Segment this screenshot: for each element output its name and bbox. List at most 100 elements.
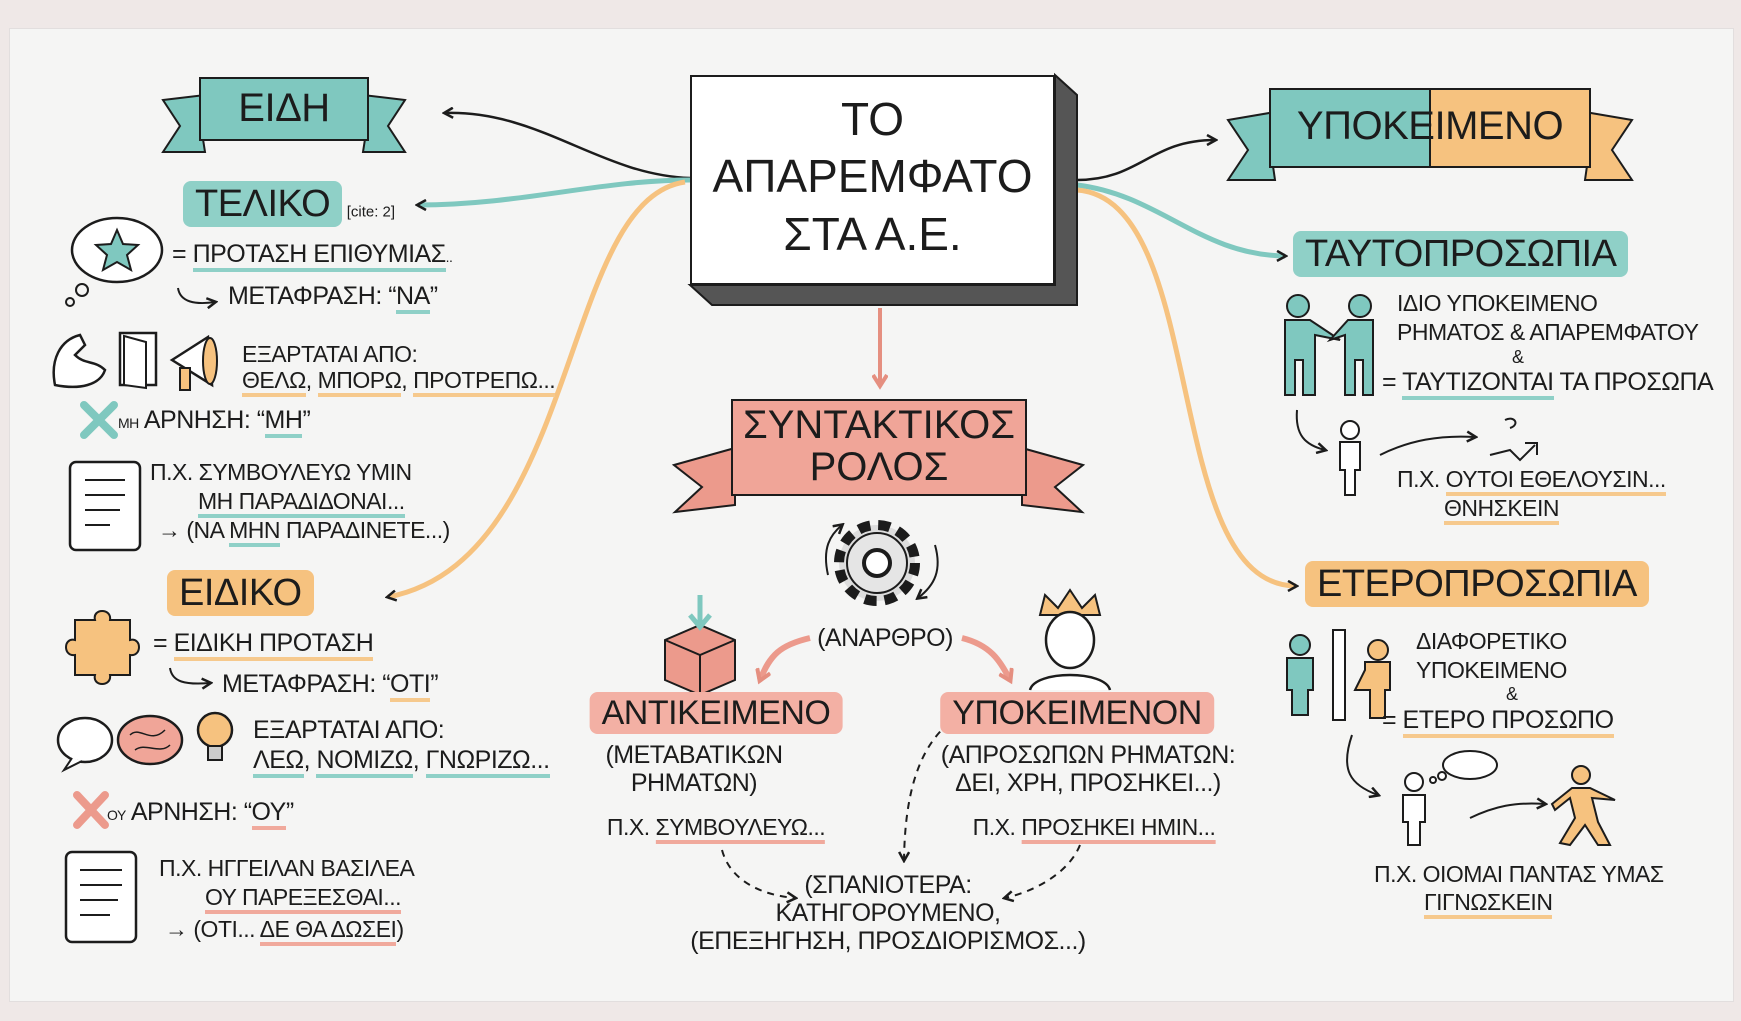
subject-title-text: ΥΠΟΚΕΙΜΕΝΟΝ	[940, 692, 1214, 734]
eteroprosopia-title: ΕΤΕΡΟΠΡΟΣΩΠΙΑ	[1305, 561, 1649, 607]
translation-label: ΜΕΤΑΦΡΑΣΗ: “	[222, 670, 391, 698]
connector-to-eidiko	[388, 179, 686, 597]
equals-sign: =	[1382, 368, 1403, 396]
example-text: ΠΡΟΣΗΚΕΙ ΗΜΙΝ...	[1021, 814, 1216, 844]
negation-label: ΑΡΝΗΣΗ: “	[143, 406, 265, 434]
object-title: ΑΝΤΙΚΕΙΜΕΝΟ	[589, 692, 843, 734]
syntaktikos-banner-label: ΣΥΝΤΑΚΤΙΚΟΣ ΡΟΛΟΣ	[743, 404, 1015, 488]
subject-desc: (ΑΠΡΟΣΩΠΩΝ ΡΗΜΑΤΩΝ:ΔΕΙ, ΧΡΗ, ΠΡΟΣΗΚΕΙ...…	[940, 741, 1236, 797]
example-text: ΓΙΓΝΩΣΚΕΙΝ	[1424, 889, 1553, 919]
x-mark-teal-icon	[80, 401, 118, 439]
puzzle-piece-icon	[65, 610, 140, 685]
central-topic-box: ΤΟ ΑΠΑΡΕΜΦΑΤΟ ΣΤΑ Α.Ε.	[690, 75, 1055, 285]
eidi-banner-label: ΕΙΔΗ	[238, 86, 330, 130]
translation-label: ΜΕΤΑΦΡΑΣΗ: “	[228, 282, 397, 310]
ypokeimeno-banner-ribbon	[1226, 88, 1634, 181]
eidiko-negation: ΟΥ ΑΡΝΗΣΗ: “ΟΥ”	[107, 798, 294, 830]
example-text: ΟΥΤΟΙ ΕΘΕΛΟΥΣΙΝ...	[1445, 466, 1666, 496]
eidiko-example-line2: ΟΥ ΠΑΡΕΞΕΣΘΑΙ...	[205, 884, 401, 914]
connector-to-teliko	[418, 177, 691, 205]
teliko-negation: ΜΗ ΑΡΝΗΣΗ: “ΜΗ”	[118, 406, 311, 438]
teliko-example-line2: ΜΗ ΠΑΡΑΔΙΔΟΝΑΙ...	[198, 488, 405, 518]
equals-sign: =	[1382, 706, 1403, 734]
taftoprosopia-example-line2: ΘΝΗΣΚΕΙΝ	[1444, 495, 1560, 525]
connector-to-eidi	[445, 113, 691, 180]
connector-to-ypokeimeno	[1076, 140, 1215, 182]
quote-close: ”	[285, 798, 294, 826]
central-title-line3: ΣΤΑ Α.Ε.	[783, 208, 962, 260]
negation-label: ΑΡΝΗΣΗ: “	[130, 798, 252, 826]
arrow-icon	[1379, 437, 1475, 456]
crowned-head-icon	[1028, 588, 1112, 691]
rare-roles: (ΣΠΑΝΙΟΤΕΡΑ:ΚΑΤΗΓΟΡΟΥΜΕΝΟ,(ΕΠΕΞΗΓΗΣΗ, ΠΡ…	[690, 871, 1086, 955]
taftoprosopia-title: ΤΑΥΤΟΠΡΟΣΩΠΙΑ	[1293, 231, 1629, 277]
lightbulb-icon	[196, 711, 234, 761]
quote-close: ”	[430, 670, 439, 698]
example-highlight: ΜΗΝ	[229, 517, 281, 547]
teliko-depends-label: ΕΞΑΡΤΑΤΑΙ ΑΠΟ:	[242, 341, 418, 367]
example-text: → (ΝΑ	[158, 517, 230, 543]
eteroprosopia-example-line2: ΓΙΓΝΩΣΚΕΙΝ	[1424, 889, 1553, 919]
equals-sign: =	[172, 240, 187, 268]
translation-value: ΟΤΙ	[390, 670, 431, 702]
example-text: ΣΥΜΒΟΥΛΕΥΩ...	[655, 814, 826, 844]
verb-item: ΛΕΩ	[253, 746, 304, 778]
eteroprosopia-heading: ΕΤΕΡΟΠΡΟΣΩΠΙΑ	[1305, 561, 1649, 607]
anarthro-label: (ΑΝΑΡΘΡΟ)	[817, 624, 953, 652]
taftoprosopia-line1: ΙΔΙΟ ΥΠΟΚΕΙΜΕΝΟ	[1397, 290, 1598, 316]
example-text: ΟΥ ΠΑΡΕΞΕΣΘΑΙ...	[205, 884, 401, 914]
teliko-definition: = ΠΡΟΤΑΣΗ ΕΠΙΘΥΜΙΑΣ..	[172, 240, 453, 272]
curved-arrow-icon	[177, 287, 215, 303]
eidiko-translation: ΜΕΤΑΦΡΑΣΗ: “ΟΤΙ”	[222, 670, 439, 702]
example-prefix: Π.Χ.	[972, 814, 1022, 840]
curved-arrow-icon	[1346, 734, 1378, 795]
central-title-line2: ΑΠΑΡΕΜΦΑΤΟ	[712, 150, 1033, 202]
cycle-arrow-icon	[918, 544, 939, 598]
teliko-cite: [cite: 2]	[346, 203, 396, 221]
cycle-arrow-icon	[824, 525, 842, 576]
equals-sign: =	[153, 629, 168, 657]
example-prefix: Π.Χ.	[606, 814, 656, 840]
x-mark-salmon-icon	[73, 791, 109, 829]
highlight-text: ΕΤΕΡΟ ΠΡΟΣΩΠΟ	[1402, 706, 1614, 738]
eidiko-title: ΕΙΔΙΚΟ	[167, 570, 314, 616]
gear-icon	[834, 520, 920, 606]
desc-line: ΡΗΜΑΤΩΝ)	[630, 769, 758, 797]
eteroprosopia-line1: ΔΙΑΦΟΡΕΤΙΚΟ	[1416, 628, 1567, 654]
eidiko-example-line3: → (ΟΤΙ... ΔΕ ΘΑ ΔΩΣΕΙ)	[165, 916, 404, 946]
rare-line: (ΕΠΕΞΗΓΗΣΗ, ΠΡΟΣΔΙΟΡΙΣΜΟΣ...)	[690, 927, 1086, 955]
desc-line: (ΜΕΤΑΒΑΤΙΚΩΝ	[605, 741, 783, 769]
megaphone-icon	[169, 334, 218, 391]
handshake-people-icon	[1284, 294, 1374, 396]
subject-title: ΥΠΟΚΕΙΜΕΝΟΝ	[940, 692, 1214, 734]
thought-star-icon	[65, 216, 164, 307]
teliko-depends-list: ΘΕΛΩ, ΜΠΟΡΩ, ΠΡΟΤΡΕΠΩ...	[242, 367, 556, 397]
verb-item: ΠΡΟΤΡΕΠΩ...	[413, 367, 556, 397]
central-title-line1: ΤΟ	[840, 93, 905, 145]
desc-line: (ΑΠΡΟΣΩΠΩΝ ΡΗΜΑΤΩΝ:	[940, 741, 1236, 769]
object-title-text: ΑΝΤΙΚΕΙΜΕΝΟ	[589, 692, 843, 734]
verb-item: ΘΕΛΩ	[242, 367, 306, 397]
verb-item: ΜΠΟΡΩ	[317, 367, 402, 397]
teliko-example-line1: Π.Χ. ΣΥΜΒΟΥΛΕΥΩ ΥΜΙΝ	[150, 459, 412, 485]
example-text: )	[396, 916, 404, 942]
eidiko-definition: = ΕΙΔΙΚΗ ΠΡΟΤΑΣΗ	[153, 629, 374, 661]
example-text: ΜΗ ΠΑΡΑΔΙΔΟΝΑΙ...	[198, 488, 405, 518]
eteroprosopia-line2: ΥΠΟΚΕΙΜΕΝΟ	[1416, 657, 1567, 683]
door-icon	[118, 331, 158, 390]
separated-people-icon	[1286, 629, 1391, 721]
eteroprosopia-example: Π.Χ. ΟΙΟΜΑΙ ΠΑΝΤΑΣ ΥΜΑΣ	[1374, 861, 1664, 887]
eidiko-def-text: ΕΙΔΙΚΗ ΠΡΟΤΑΣΗ	[173, 629, 374, 661]
rare-line: (ΣΠΑΝΙΟΤΕΡΑ:	[804, 871, 972, 899]
translation-value: ΝΑ	[396, 282, 430, 314]
taftoprosopia-example: Π.Χ. ΟΥΤΟΙ ΕΘΕΛΟΥΣΙΝ...	[1397, 466, 1666, 496]
arrow-icon	[1469, 804, 1545, 819]
scroll-icon	[68, 460, 142, 552]
quote-close: ”	[302, 406, 311, 434]
teliko-def-text: ΠΡΟΤΑΣΗ ΕΠΙΘΥΜΙΑΣ	[192, 240, 446, 272]
connector-to-eteroprosopia	[1076, 187, 1296, 586]
verb-item: ΝΟΜΙΖΩ	[316, 746, 413, 778]
taftoprosopia-heading: ΤΑΥΤΟΠΡΟΣΩΠΙΑ	[1293, 231, 1629, 277]
arrow-to-ypokeimenon	[961, 635, 1010, 680]
curved-arrow-icon	[1295, 409, 1325, 450]
